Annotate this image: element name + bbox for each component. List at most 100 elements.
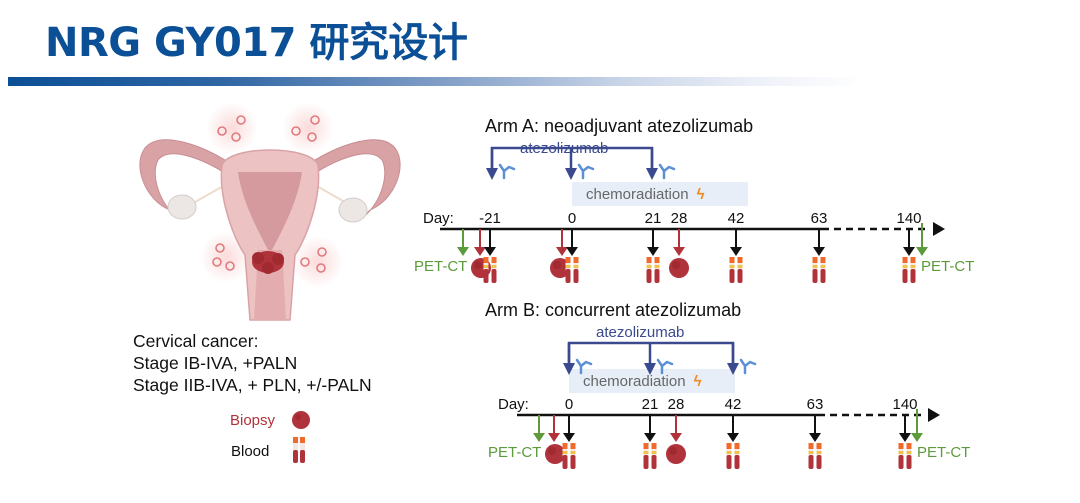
blood-tube-band <box>570 451 576 454</box>
arm-a-biopsy-arrow-head <box>556 247 568 256</box>
arm-b-pet-ct-post-label: PET-CT <box>917 444 971 461</box>
blood-tube-band <box>906 451 912 454</box>
antibody-icon <box>575 358 593 375</box>
arm-a-tick: 0 <box>567 210 577 227</box>
blood-tube-cap <box>562 443 568 449</box>
arm-a-blood-arrow-head <box>484 247 496 256</box>
patient-line: Stage IIB-IVA, + PLN, +/-PALN <box>133 375 372 395</box>
page-title: NRG GY017 研究设计 <box>45 20 468 66</box>
blood-tube-band <box>573 265 579 268</box>
arm-b-biopsy-arrow-head <box>548 433 560 442</box>
arm-b-chemoradiation-box: chemoradiation ϟ <box>569 369 735 393</box>
blood-tube-fill <box>654 269 660 283</box>
arm-b-tick: 42 <box>724 396 742 413</box>
arm-a-blood-arrow-head <box>813 247 825 256</box>
blood-tube-fill <box>570 455 576 469</box>
blood-tube-cap <box>902 257 908 263</box>
biopsy-icon <box>666 444 686 464</box>
blood-tube-cap <box>643 443 649 449</box>
arm-a-atezolizumab-dose-arrow <box>646 168 658 180</box>
blood-tube-fill <box>643 455 649 469</box>
arm-a-tick: 21 <box>644 210 662 227</box>
blood-tube-cap <box>491 257 497 263</box>
blood-tube-fill <box>651 455 657 469</box>
arm-b-day-label: Day: <box>498 396 529 413</box>
biopsy-icon-detail <box>553 261 561 269</box>
antibody-icon <box>656 358 674 375</box>
arm-a-tick: 140 <box>896 210 922 227</box>
arm-b-pet-ct-arrow-head <box>911 433 923 442</box>
blood-tube-cap <box>726 443 732 449</box>
blood-tube-cap <box>646 257 652 263</box>
arm-a-pet-ct-arrow-head <box>457 247 469 256</box>
blood-tube-band <box>910 265 916 268</box>
blood-tube-cap <box>654 257 660 263</box>
blood-tube-cap <box>734 443 740 449</box>
arm-a-title: Arm A: neoadjuvant atezolizumab <box>485 116 754 136</box>
blood-tube-fill <box>729 269 735 283</box>
blood-tube-band <box>812 265 818 268</box>
arm-a-blood-arrow-head <box>566 247 578 256</box>
arm-b-atezolizumab-dose-arrow <box>727 363 739 375</box>
arm-a-blood-arrow-head <box>903 247 915 256</box>
biopsy-icon <box>292 411 310 429</box>
blood-tube-band <box>808 451 814 454</box>
blood-tube-fill <box>910 269 916 283</box>
arm-b-atezolizumab-dose-arrow <box>644 363 656 375</box>
arm-a-tick: 63 <box>810 210 828 227</box>
legend-blood-label: Blood <box>231 443 270 460</box>
blood-tube-band <box>729 265 735 268</box>
blood-tube-fill <box>812 269 818 283</box>
arm-b-tick: 21 <box>641 396 659 413</box>
arm-b-atezolizumab-label: atezolizumab <box>596 324 685 341</box>
blood-tube-icon <box>293 437 305 463</box>
blood-tube-cap <box>898 443 904 449</box>
arm-b-blood-arrow-head <box>809 433 821 442</box>
blood-tube-band <box>902 265 908 268</box>
blood-tube-fill <box>737 269 743 283</box>
cervical-tumor <box>252 251 284 274</box>
arm-b-title: Arm B: concurrent atezolizumab <box>485 300 742 320</box>
arm-b-biopsy-arrow-head <box>670 433 682 442</box>
blood-tube-band <box>483 265 489 268</box>
arm-a-pet-ct-pre-label: PET-CT <box>414 258 468 275</box>
blood-tube-cap <box>910 257 916 263</box>
blood-tube-band <box>643 451 649 454</box>
arm-b-atezolizumab-dose-arrow <box>563 363 575 375</box>
blood-tube-band <box>734 451 740 454</box>
blood-tube-band <box>565 265 571 268</box>
arm-a-blood-arrow-head <box>730 247 742 256</box>
chemoradiation-label: chemoradiation <box>586 185 689 203</box>
arm-b-tick: 28 <box>667 396 685 413</box>
blood-tube-band <box>737 265 743 268</box>
biopsy-icon <box>545 444 565 464</box>
arm-b-tick: 0 <box>564 396 574 413</box>
blood-tube-cap <box>816 443 822 449</box>
arm-b-pet-ct-pre-label: PET-CT <box>488 444 542 461</box>
biopsy-icon <box>669 258 689 278</box>
arm-a-timeline-arrowhead <box>933 222 945 236</box>
legend-biopsy-label: Biopsy <box>230 412 276 429</box>
patient-description: Cervical cancer: Stage IB-IVA, +PALN Sta… <box>133 330 372 396</box>
title-underline <box>8 77 863 86</box>
arm-a-atezolizumab-dose-arrow <box>486 168 498 180</box>
blood-tube-band <box>651 451 657 454</box>
blood-tube-cap <box>565 257 571 263</box>
patient-line: Stage IB-IVA, +PALN <box>133 353 298 373</box>
blood-tube-cap <box>570 443 576 449</box>
blood-tube-band <box>816 451 822 454</box>
lightning-bolt-icon: ϟ <box>696 185 705 203</box>
patient-line: Cervical cancer: <box>133 331 259 351</box>
arm-a-pet-ct-post-label: PET-CT <box>921 258 975 275</box>
arm-a-tick: -21 <box>479 210 501 227</box>
chemoradiation-label: chemoradiation <box>583 372 686 390</box>
arm-b-blood-arrow-head <box>644 433 656 442</box>
blood-tube-band <box>491 265 497 268</box>
arm-b-blood-arrow-head <box>727 433 739 442</box>
antibody-icon <box>739 358 757 375</box>
antibody-icon <box>658 163 676 180</box>
blood-tube-cap <box>906 443 912 449</box>
